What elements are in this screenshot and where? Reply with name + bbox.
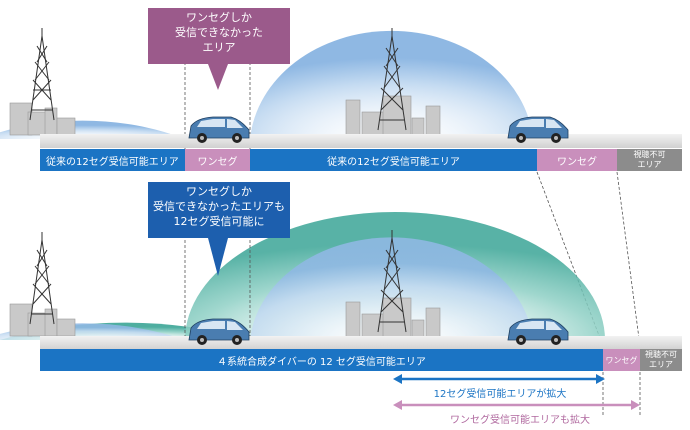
bottom-callout-line3: 12セグ受信可能に bbox=[173, 215, 265, 228]
top-callout-line1: ワンセグしか bbox=[186, 11, 252, 24]
bottom-callout-box bbox=[148, 182, 290, 238]
top-callout-pointer bbox=[208, 64, 228, 90]
top-right-coverage-dome bbox=[250, 30, 533, 140]
bottom-right-blue-dome bbox=[250, 237, 533, 340]
bottom-bar-seg3: 視聴不可 エリア bbox=[640, 349, 682, 371]
top-car-right bbox=[507, 116, 569, 143]
bottom-bar-seg1: ４系統合成ダイバーの 12 セグ受信可能エリア bbox=[40, 349, 603, 371]
bottom-car-right bbox=[507, 318, 569, 345]
top-center-tower bbox=[377, 28, 407, 131]
arrow-12seg-label: 12セグ受信可能エリアが拡大 bbox=[433, 389, 567, 400]
bottom-center-buildings bbox=[345, 297, 441, 338]
top-bar-seg3: 従来の12セグ受信可能エリア bbox=[250, 149, 537, 171]
top-center-buildings bbox=[345, 95, 441, 136]
top-car-left bbox=[188, 116, 250, 143]
top-bar-seg1: 従来の12セグ受信可能エリア bbox=[40, 149, 185, 171]
bottom-bar-seg2: ワンセグ bbox=[603, 349, 640, 371]
top-bar-seg5-line2: エリア bbox=[637, 160, 662, 169]
top-callout-box bbox=[148, 8, 290, 64]
top-left-tower bbox=[29, 28, 55, 121]
bottom-center-tower bbox=[377, 230, 407, 333]
top-left-buildings bbox=[9, 102, 76, 136]
bottom-callout-line1: ワンセグしか bbox=[186, 185, 252, 198]
top-callout-line2: 受信できなかった bbox=[175, 26, 263, 39]
top-bar-seg4: ワンセグ bbox=[537, 149, 617, 171]
top-bar-seg2: ワンセグ bbox=[185, 149, 250, 171]
bottom-bar-seg3-line1: 視聴不可 bbox=[645, 350, 677, 359]
bottom-bar-seg3-line2: エリア bbox=[649, 360, 673, 369]
bottom-callout: ワンセグしか 受信できなかったエリアも 12セグ受信可能に bbox=[148, 184, 290, 229]
bottom-left-buildings bbox=[9, 303, 76, 337]
expansion-arrow-oneseg bbox=[393, 400, 640, 410]
bottom-left-tower bbox=[29, 232, 55, 325]
top-bar-seg5: 視聴不可 エリア bbox=[617, 149, 682, 171]
arrow-oneseg-label: ワンセグ受信可能エリアも拡大 bbox=[450, 415, 590, 426]
bottom-car-left bbox=[188, 318, 250, 345]
bottom-road bbox=[40, 336, 682, 350]
bottom-callout-line2: 受信できなかったエリアも bbox=[153, 200, 285, 213]
top-road bbox=[40, 134, 682, 148]
top-bar-seg5-line1: 視聴不可 bbox=[633, 150, 666, 159]
top-callout-line3: エリア bbox=[202, 41, 236, 54]
bottom-callout-pointer bbox=[208, 238, 228, 276]
top-callout: ワンセグしか 受信できなかった エリア bbox=[148, 10, 290, 55]
expansion-arrow-12seg bbox=[393, 374, 605, 384]
bottom-guide-lines bbox=[184, 230, 251, 350]
